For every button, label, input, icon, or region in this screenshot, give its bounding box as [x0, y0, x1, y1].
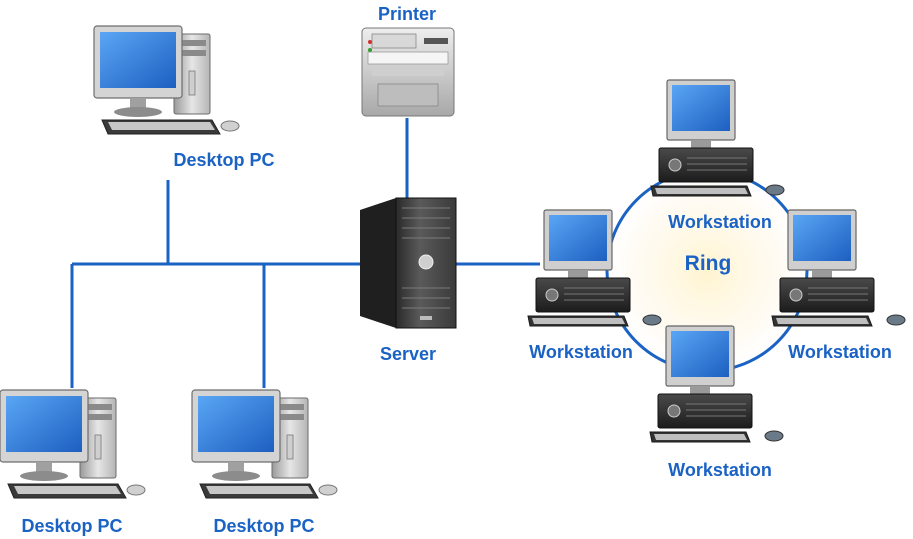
desktop-pc-label-top: Desktop PC	[173, 150, 275, 170]
server-label: Server	[379, 344, 437, 364]
desktop-pc-icon	[191, 389, 338, 499]
server-tower-icon	[360, 197, 457, 329]
printer-label: Printer	[377, 4, 437, 24]
workstation-label-top: Workstation	[668, 212, 772, 232]
printer-icon	[361, 27, 455, 117]
ring-label: Ring	[684, 252, 732, 275]
desktop-pc-icon	[0, 389, 146, 499]
workstation-label-bottom: Workstation	[668, 460, 772, 480]
workstation-icon	[771, 209, 906, 327]
desktop-pc-label-bottom-mid: Desktop PC	[213, 516, 315, 536]
desktop-pc-icon	[93, 25, 240, 135]
bus-links	[70, 118, 540, 388]
desktop-pc-label-bottom-left: Desktop PC	[21, 516, 123, 536]
workstation-label-right: Workstation	[788, 342, 892, 362]
workstation-icon	[650, 79, 785, 197]
workstation-label-left: Workstation	[529, 342, 633, 362]
